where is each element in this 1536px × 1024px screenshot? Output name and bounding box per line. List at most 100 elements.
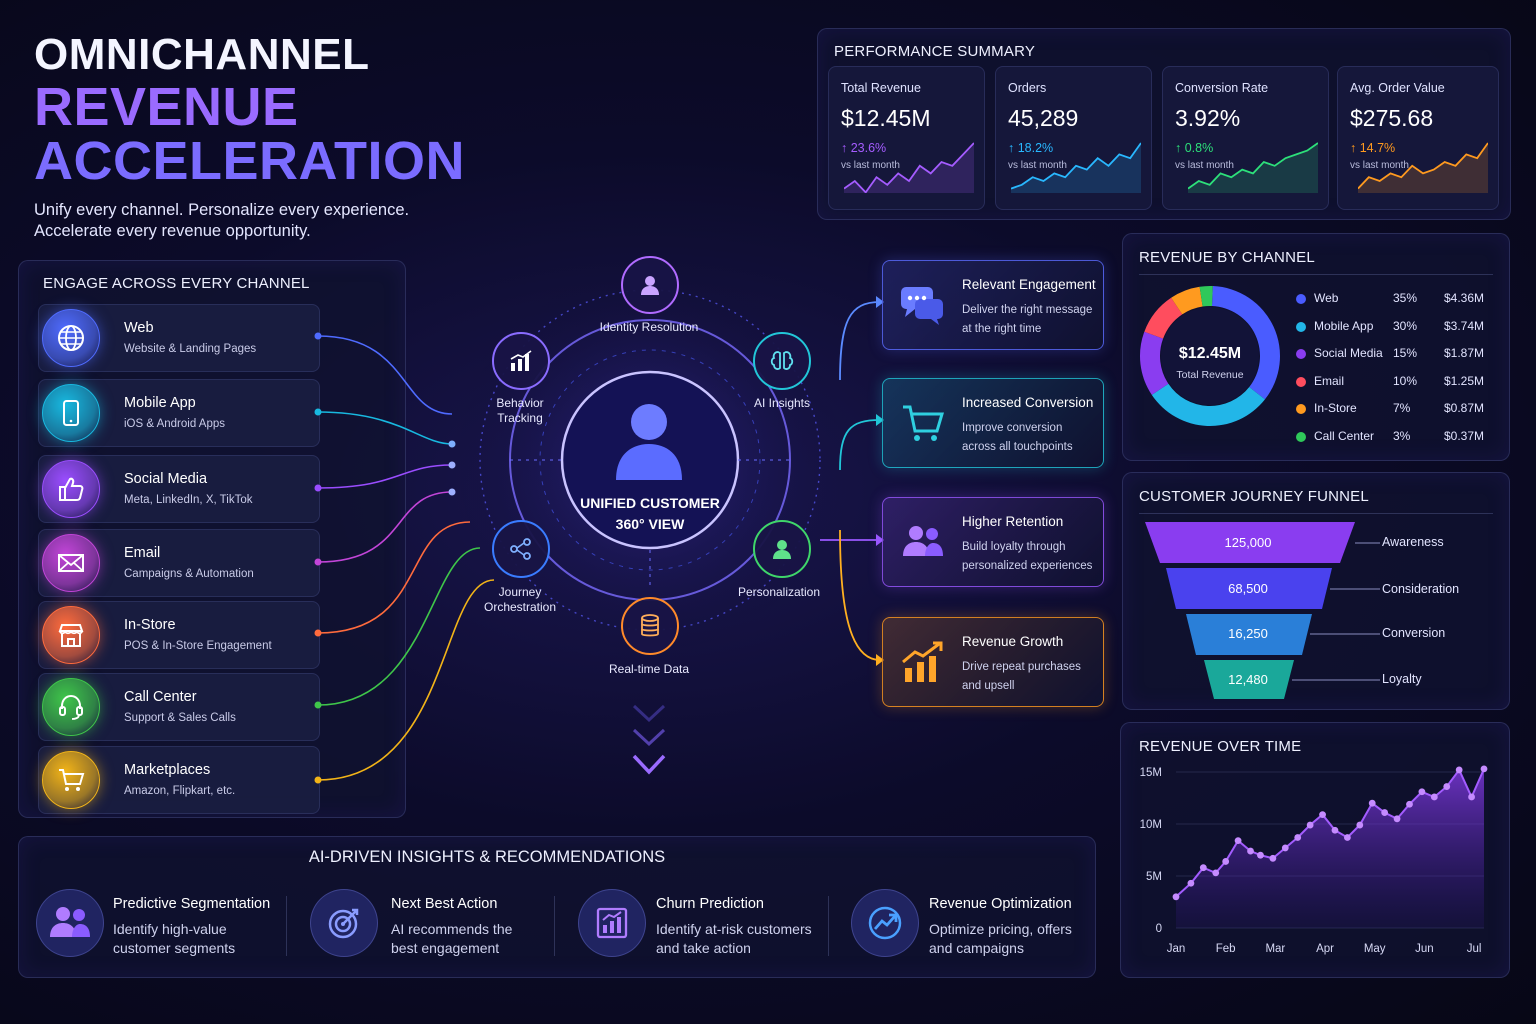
title-divider xyxy=(1139,513,1493,514)
legend-amount: $3.74M xyxy=(1443,318,1484,333)
channels-panel-title: ENGAGE ACROSS EVERY CHANNEL xyxy=(43,275,310,292)
hub-center-line1: UNIFIED CUSTOMER xyxy=(580,495,720,511)
legend-item[interactable]: Mobile App 30% $3.74M xyxy=(1296,319,1486,337)
behavior-tracking-line2: Tracking xyxy=(497,411,543,425)
user-icon xyxy=(641,276,659,295)
kpi-comparison: vs last month xyxy=(841,160,900,171)
envelope-icon xyxy=(42,534,100,592)
channel-name: Email xyxy=(124,545,161,561)
insight-title[interactable]: Next Best Action xyxy=(391,896,498,912)
ai-insights-label: AI Insights xyxy=(753,396,811,410)
legend-label: Web xyxy=(1314,291,1339,305)
thumbs-up-icon xyxy=(42,460,100,518)
hub-center-label: UNIFIED CUSTOMER 360° VIEW xyxy=(570,493,730,535)
kpi-change: ↑ 14.7% xyxy=(1350,141,1396,155)
hero-title-line3: ACCELERATION xyxy=(34,131,465,191)
insight-title[interactable]: Revenue Optimization xyxy=(929,896,1072,912)
realtime-data-node[interactable] xyxy=(621,597,679,655)
insights-panel: AI-DRIVEN INSIGHTS & RECOMMENDATIONS xyxy=(18,836,1096,978)
journey-orchestration-node[interactable] xyxy=(492,520,550,578)
revenue-point xyxy=(1172,893,1180,901)
revenue-donut-chart xyxy=(1140,286,1280,426)
kpi-comparison: vs last month xyxy=(1175,160,1234,171)
performance-summary-title: PERFORMANCE SUMMARY xyxy=(834,43,1036,60)
legend-swatch xyxy=(1296,321,1306,332)
revenue-point xyxy=(1480,765,1488,773)
personalization-node[interactable] xyxy=(753,520,811,578)
revenue-point xyxy=(1247,847,1254,855)
kpi-comparison: vs last month xyxy=(1350,160,1409,171)
legend-percent: 7% xyxy=(1393,401,1411,415)
channel-name: Marketplaces xyxy=(124,762,211,778)
legend-percent: 3% xyxy=(1393,428,1411,443)
kpi-label: Orders xyxy=(1008,81,1047,95)
legend-swatch xyxy=(1296,349,1306,359)
legend-label: Social Media xyxy=(1314,346,1383,360)
hero-title-line1: OMNICHANNEL xyxy=(34,30,370,79)
cart-icon xyxy=(899,401,947,445)
kpi-sparkline xyxy=(1188,142,1318,193)
outcome-connectors xyxy=(820,296,884,666)
revenue-point xyxy=(1257,851,1264,859)
legend-swatch xyxy=(1296,431,1306,442)
hero-title-line2: REVENUE xyxy=(34,77,299,137)
kpi-sparkline xyxy=(1358,142,1488,193)
revenue-point xyxy=(1294,834,1302,841)
kpi-card[interactable]: Avg. Order Value$275.68↑ 14.7%vs last mo… xyxy=(1337,66,1499,210)
behavior-tracking-node[interactable] xyxy=(492,332,550,390)
kpi-card[interactable]: Total Revenue$12.45M↑ 23.6%vs last month xyxy=(828,66,985,210)
behavior-tracking-label: Behavior Tracking xyxy=(470,396,570,426)
revenue-point xyxy=(1306,821,1314,829)
insight-title[interactable]: Churn Prediction xyxy=(656,896,764,912)
identity-resolution-node[interactable] xyxy=(621,256,679,314)
revenue-point xyxy=(1430,793,1438,801)
kpi-label: Total Revenue xyxy=(841,81,921,95)
identity-resolution-label: Identity Resolution xyxy=(599,320,699,334)
y-tick-label: 0 xyxy=(1156,923,1162,935)
behavior-tracking-line1: Behavior xyxy=(496,396,544,410)
database-icon xyxy=(641,614,659,637)
users-icon xyxy=(899,520,947,564)
hub-center-line2: 360° VIEW xyxy=(615,516,685,532)
users-icon xyxy=(36,889,104,957)
personalization-label: Personalization xyxy=(737,585,821,599)
funnel-label: Loyalty xyxy=(1382,672,1422,686)
ai-insights-node[interactable] xyxy=(753,332,811,390)
insight-title[interactable]: Predictive Segmentation xyxy=(113,896,271,912)
revenue-point xyxy=(1187,879,1195,887)
legend-label: In-Store xyxy=(1314,401,1357,415)
kpi-change: ↑ 0.8% xyxy=(1175,141,1214,155)
revenue-point xyxy=(1234,837,1242,845)
outcome-description: Drive repeat purchases and upsell xyxy=(962,661,1081,692)
legend-label: Mobile App xyxy=(1314,318,1374,333)
donut-total-value: $12.45M xyxy=(1178,345,1242,362)
donut-slice-social-media xyxy=(1140,331,1169,395)
funnel-label: Consideration xyxy=(1382,582,1460,596)
legend-percent: 30% xyxy=(1393,318,1418,333)
donut-slice-call-center xyxy=(1199,286,1213,307)
y-tick-label: 10M xyxy=(1140,819,1162,831)
kpi-value: 3.92% xyxy=(1175,105,1241,131)
hero-subtitle: Unify every channel. Personalize every e… xyxy=(34,200,409,242)
donut-slice-mobile-app xyxy=(1151,383,1265,426)
journey-orchestration-line1: Journey xyxy=(498,585,542,599)
insight-divider xyxy=(286,896,287,956)
